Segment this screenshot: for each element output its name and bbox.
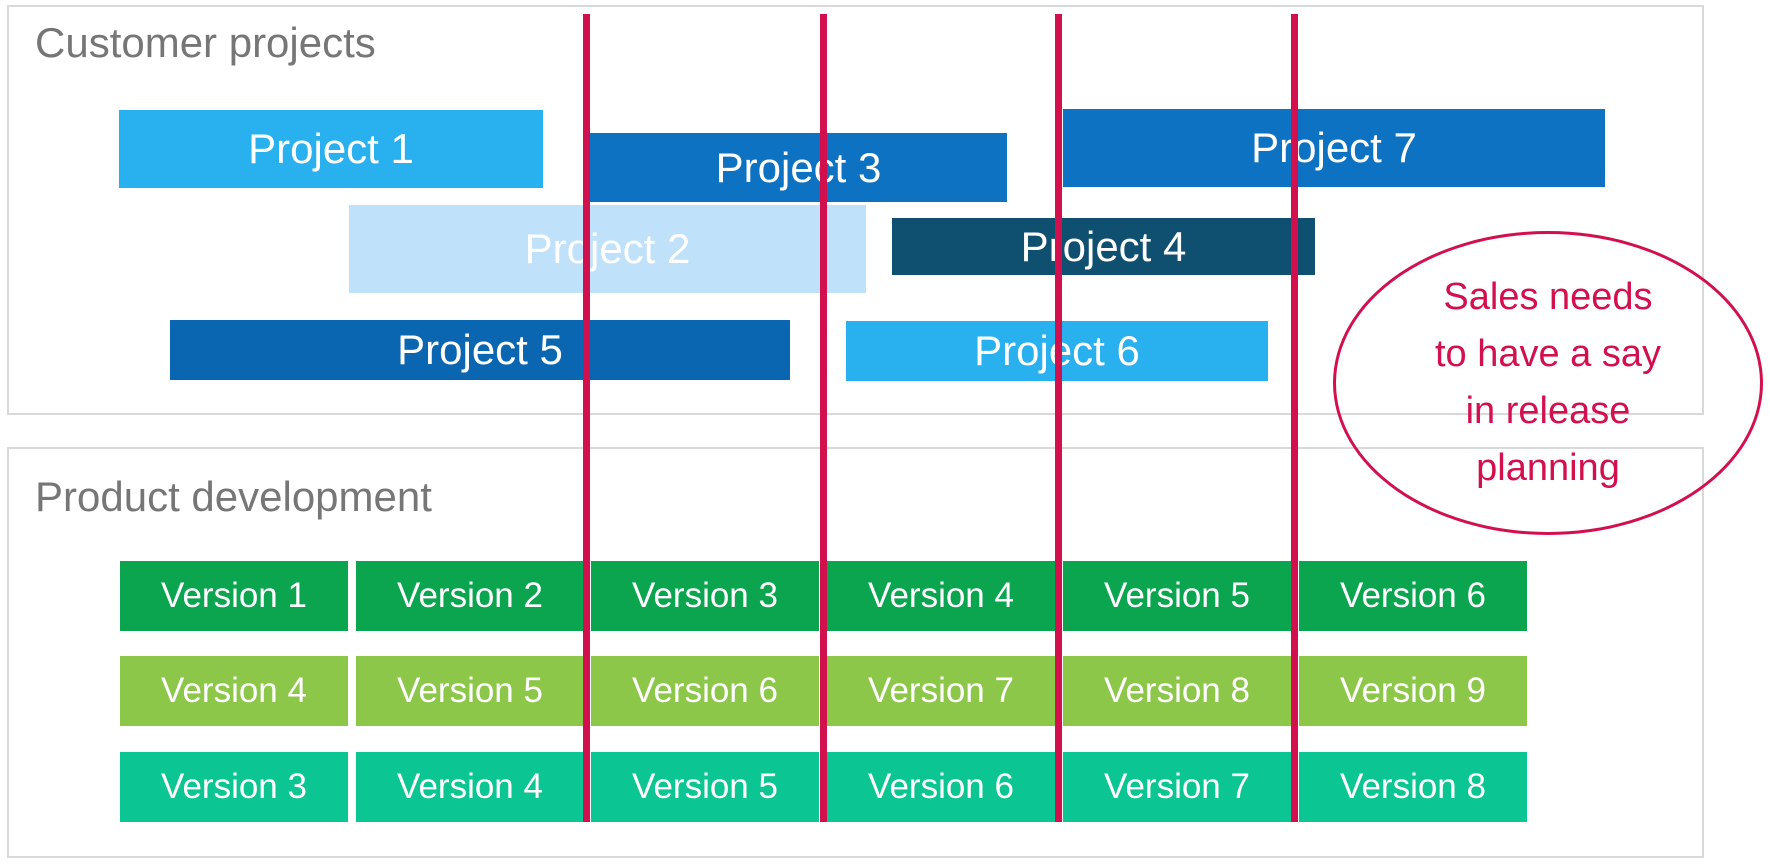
project-bar-project-1: Project 1 (119, 110, 543, 188)
project-bar-label: Project 7 (1251, 124, 1417, 171)
product-development-title: Product development (35, 473, 432, 520)
version-cell-label: Version 6 (868, 767, 1014, 806)
project-bar-project-4: Project 4 (892, 218, 1315, 275)
version-cell-row3-col5: Version 7 (1063, 752, 1291, 822)
project-bar-label: Project 5 (397, 326, 563, 373)
project-bar-label: Project 3 (715, 143, 882, 191)
version-cell-row1-col5: Version 5 (1063, 561, 1291, 631)
version-cell-label: Version 4 (161, 671, 307, 710)
customer-projects-title: Customer projects (35, 19, 376, 66)
version-cell-row3-col1: Version 3 (120, 752, 348, 822)
version-cell-label: Version 8 (1104, 671, 1250, 710)
version-cell-label: Version 9 (1340, 671, 1486, 710)
version-cell-label: Version 5 (632, 767, 778, 806)
version-cell-row3-col4: Version 6 (827, 752, 1055, 822)
version-cell-row2-col2: Version 5 (356, 656, 584, 726)
version-cell-row3-col2: Version 4 (356, 752, 584, 822)
annotation-text-line: Sales needs (1443, 276, 1653, 318)
project-bar-project-2: Project 2 (349, 205, 866, 293)
version-cell-label: Version 4 (868, 576, 1014, 615)
version-cell-label: Version 5 (1104, 576, 1250, 615)
project-bar-project-3: Project 3 (590, 133, 1007, 202)
annotation-text: Sales needs to have a say in release planni… (1435, 269, 1661, 497)
version-cell-label: Version 4 (397, 767, 543, 806)
version-cell-row1-col1: Version 1 (120, 561, 348, 631)
version-cell-label: Version 5 (397, 671, 543, 710)
version-cell-label: Version 3 (632, 576, 778, 615)
version-cell-label: Version 6 (1340, 576, 1486, 615)
version-cell-label: Version 8 (1340, 767, 1486, 806)
version-cell-label: Version 7 (1104, 767, 1250, 806)
version-cell-row3-col3: Version 5 (591, 752, 819, 822)
version-cell-label: Version 6 (632, 671, 778, 710)
version-cell-row2-col6: Version 9 (1299, 656, 1527, 726)
release-line-2 (820, 14, 827, 822)
version-cell-row2-col1: Version 4 (120, 656, 348, 726)
project-bar-label: Project 4 (1020, 222, 1187, 270)
version-cell-row1-col6: Version 6 (1299, 561, 1527, 631)
annotation-text-line: in release (1465, 390, 1631, 432)
version-cell-row2-col5: Version 8 (1063, 656, 1291, 726)
version-cell-row1-col2: Version 2 (356, 561, 584, 631)
project-bar-project-7: Project 7 (1063, 109, 1605, 187)
version-cell-label: Version 7 (868, 671, 1014, 710)
version-cell-row1-col3: Version 3 (591, 561, 819, 631)
version-cell-row1-col4: Version 4 (827, 561, 1055, 631)
project-bar-label: Project 2 (524, 225, 691, 272)
release-line-4 (1291, 14, 1298, 822)
annotation-text-line: planning (1476, 447, 1620, 489)
version-cell-label: Version 3 (161, 767, 307, 806)
version-cell-row2-col3: Version 6 (591, 656, 819, 726)
version-cell-row2-col4: Version 7 (827, 656, 1055, 726)
release-line-3 (1055, 14, 1062, 822)
version-cell-label: Version 1 (161, 576, 307, 615)
project-bar-project-5: Project 5 (170, 320, 790, 380)
version-cell-label: Version 2 (397, 576, 543, 615)
annotation-ellipse: Sales needs to have a say in release planni… (1333, 231, 1763, 535)
release-line-1 (583, 14, 590, 822)
version-cell-row3-col6: Version 8 (1299, 752, 1527, 822)
project-bar-label: Project 1 (248, 125, 414, 172)
annotation-text-line: to have a say (1434, 333, 1662, 375)
